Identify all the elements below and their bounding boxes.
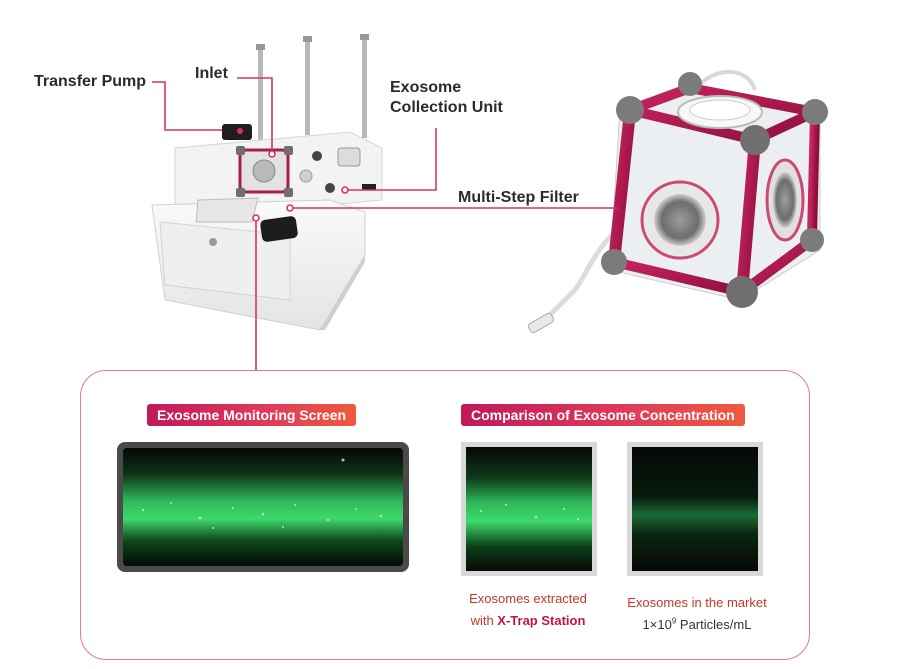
exosome-collection-label-line1: Exosome: [390, 79, 462, 96]
transfer-pump: [222, 124, 252, 140]
multi-step-filter-label: Multi-Step Filter: [458, 189, 579, 206]
exosome-collection-label-line2: Collection Unit: [390, 99, 503, 116]
callout-lines: [152, 77, 618, 372]
caption-market-line1: Exosomes in the market: [627, 595, 767, 610]
concentration-value: 1×10: [642, 617, 672, 632]
callout-collection-unit: [345, 128, 437, 191]
caption-market: Exosomes in the market 1×109 Particles/m…: [612, 592, 782, 636]
monitoring-screen-image: [123, 448, 403, 566]
x-trap-station-brand: X-Trap Station: [497, 613, 586, 628]
monitoring-screen-title: Exosome Monitoring Screen: [147, 404, 357, 426]
caption-x-trap-line1: Exosomes extracted: [469, 591, 587, 606]
transfer-pump-label: Transfer Pump: [34, 73, 147, 90]
comparison-title: Comparison of Exosome Concentration: [461, 404, 745, 426]
inlet-label: Inlet: [195, 65, 228, 82]
sample-image-market: [627, 442, 763, 576]
inlet-rod: [362, 38, 367, 138]
caption-x-trap-line2: with X-Trap Station: [448, 610, 608, 632]
multi-step-filter-cube: [527, 70, 828, 334]
caption-x-trap: Exosomes extracted with X-Trap Station: [448, 588, 608, 632]
x-trap-station-machine: [151, 34, 383, 331]
callout-inlet: [237, 77, 273, 152]
sample-image-x-trap: [461, 442, 597, 576]
monitoring-screen: [117, 442, 409, 572]
concentration-exponent: 9: [671, 616, 677, 626]
exosome-collection-unit-label: Exosome Collection Unit: [390, 78, 530, 118]
caption-x-trap-prefix: with: [470, 613, 498, 628]
inlet-rod: [305, 40, 310, 135]
inlet-rod: [258, 48, 263, 143]
concentration-unit: Particles/mL: [676, 617, 752, 632]
callout-transfer-pump: [152, 81, 222, 131]
caption-market-concentration: 1×109 Particles/mL: [612, 614, 782, 636]
